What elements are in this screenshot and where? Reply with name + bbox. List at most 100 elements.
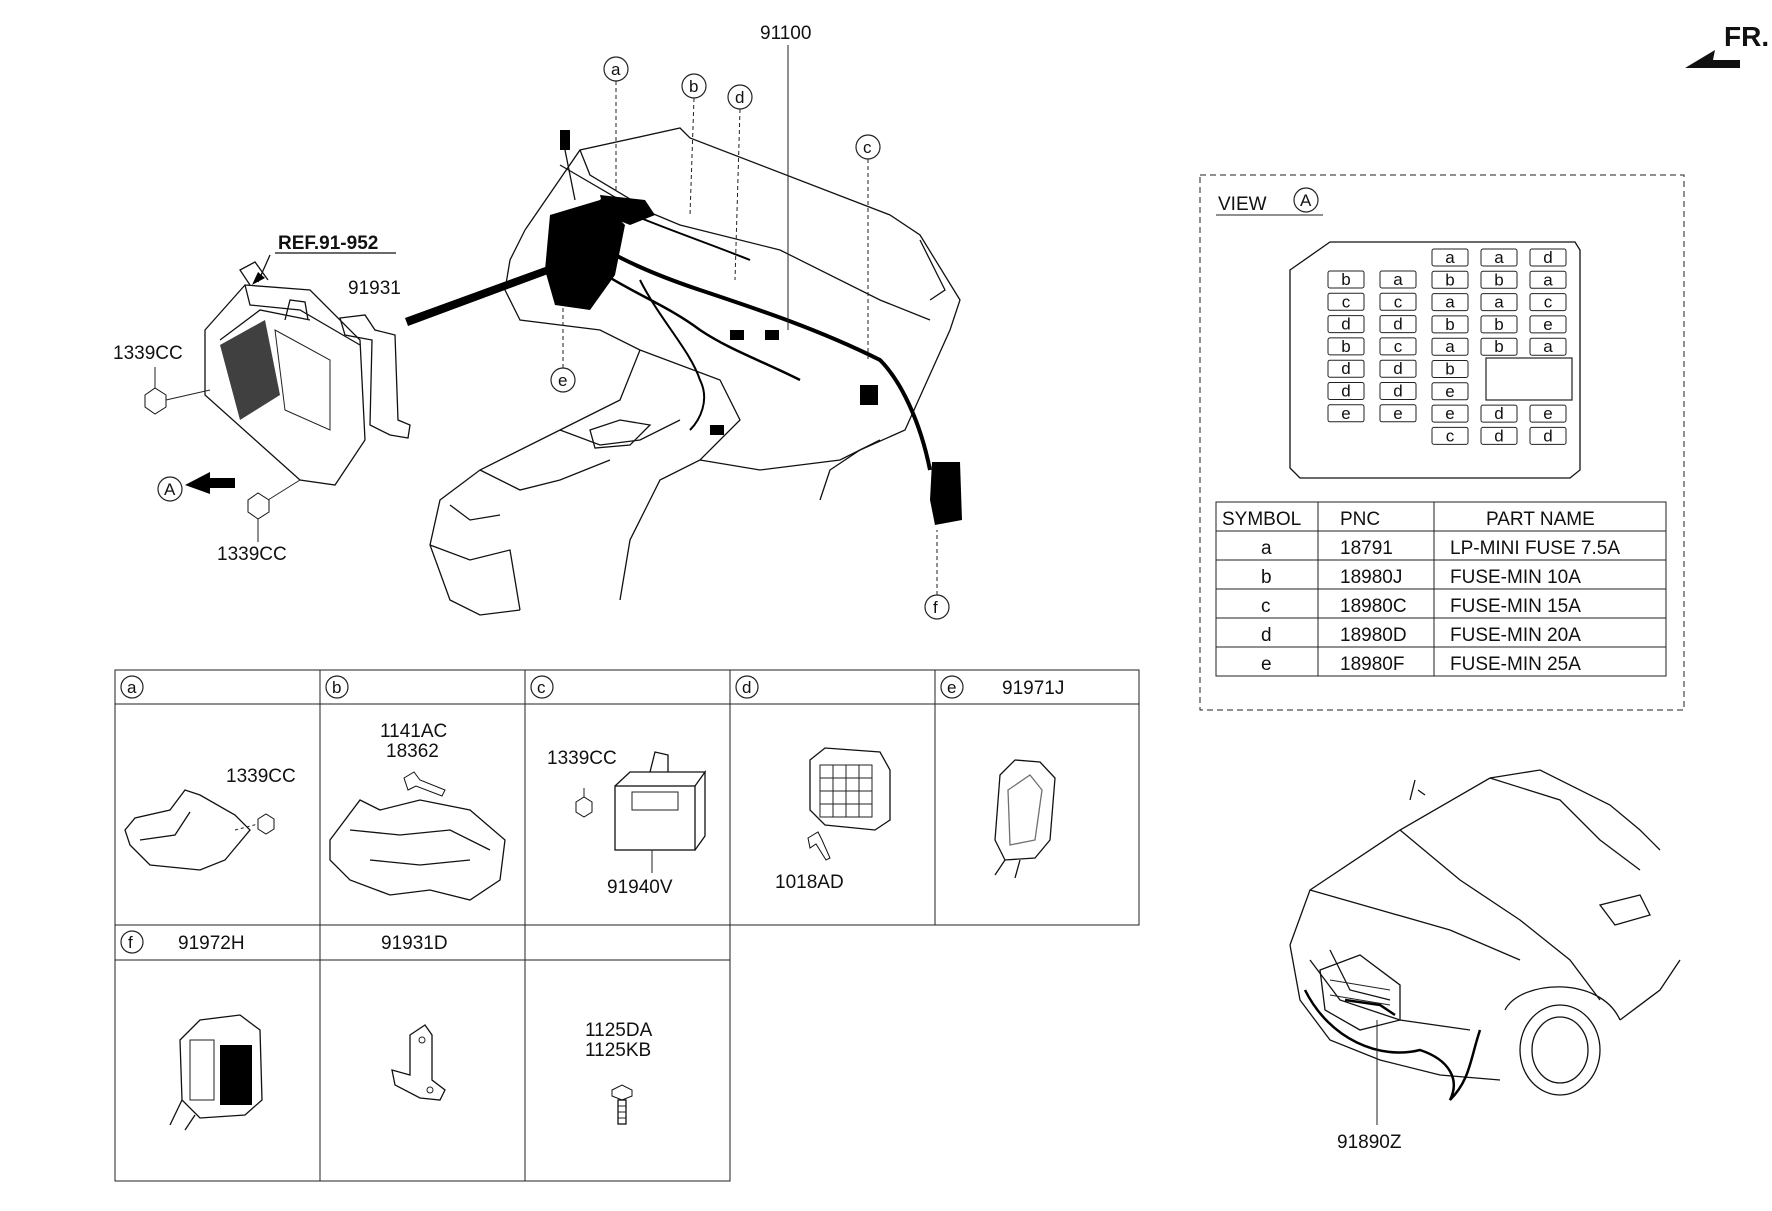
nut-top-label: 1339CC [113,343,183,364]
fuse-slot-letter: e [1445,382,1454,401]
legend-part-name: FUSE-MIN 15A [1450,596,1581,617]
fuse-slot-letter: c [1394,292,1403,311]
fuse-slot-letter: a [1445,337,1455,356]
detail-f-drawing [169,1014,263,1131]
fuse-slot [1480,404,1518,423]
fuse-slot-letter: a [1494,248,1504,267]
fuse-slot [1431,404,1469,423]
direction-arrow-icon [1685,50,1740,68]
main-harness-label: 91100 [760,23,811,44]
fuse-slot [1327,270,1365,289]
detail-e-drawing [994,759,1056,879]
fuse-slot [1529,248,1567,267]
junction-box-drawing: REF.91-952 A 1339CC 1339CC [113,233,396,565]
callout-b: b [689,77,698,96]
detail-c-label-2: 91940V [607,877,673,898]
fuse-slot [1431,293,1469,312]
fuse-slot [1431,248,1469,267]
legend-symbol: b [1261,567,1272,588]
fuse-slot-letter: b [1445,270,1454,289]
fuse-slot-letter: a [1543,337,1553,356]
screw-icon [807,831,831,861]
fuse-slot-letter: a [1543,270,1553,289]
detail-d-letter: d [742,678,751,697]
callout-a: a [611,60,621,79]
legend-pnc: 18791 [1340,538,1393,559]
main-drawing-callouts: 91100 a b d c e f [550,23,950,620]
fuse-slot [1327,315,1365,334]
detail-d-label: 1018AD [775,872,844,893]
legend-symbol: a [1261,538,1272,559]
legend-part-name: FUSE-MIN 25A [1450,654,1581,675]
nut-bottom-label: 1339CC [217,544,287,565]
view-a-arrow-icon [185,472,235,494]
detail-b-drawing: 1141AC 18362 [329,721,506,901]
detail-f-header: 91972H [178,933,245,954]
connector-grid-icon [819,764,873,818]
fuse-slot-letter: d [1543,426,1552,445]
legend-part-name: FUSE-MIN 20A [1450,625,1581,646]
view-a-callout [157,476,183,502]
detail-e-letter: e [947,678,956,697]
fuse-slot-letter: d [1341,359,1350,378]
fuse-slot-letter: d [1341,382,1350,401]
fuse-slot-letter: c [1446,426,1455,445]
fuse-slot-letter: b [1494,270,1503,289]
fuse-slot [1529,337,1567,356]
fuse-slot-letter: e [1393,404,1402,423]
detail-c-label-1: 1339CC [547,748,617,769]
legend-symbol: d [1261,625,1272,646]
legend-header-part-name: PART NAME [1486,509,1595,530]
fuse-slot-letter: b [1445,360,1454,379]
bracket-drawing: 91931 [339,278,411,439]
nut-bottom-icon [247,492,270,520]
detail-h-label-1: 1125DA [585,1020,653,1041]
fuse-slot-letter: c [1394,337,1403,356]
fuse-slot [1480,315,1518,334]
legend-symbol: e [1261,654,1272,675]
fuse-slot [1431,426,1469,445]
fuse-slot [1480,293,1518,312]
fuse-slot-letter: b [1341,270,1350,289]
legend-part-name: FUSE-MIN 10A [1450,567,1581,588]
fuse-slot-letter: a [1494,293,1504,312]
detail-g-drawing [391,1024,446,1101]
nut-top-icon [144,387,167,415]
fuse-slot [1480,426,1518,445]
detail-c-letter: c [537,678,546,697]
legend-pnc: 18980F [1340,654,1404,675]
detail-d-drawing: 1018AD [775,747,891,893]
fuse-slot-letter: e [1543,404,1552,423]
fuse-slot-letter: b [1341,337,1350,356]
fuse-slot-letter: b [1494,337,1503,356]
detail-b-label-1: 1141AC [380,721,447,742]
callout-e: e [558,371,567,390]
legend-part-name: LP-MINI FUSE 7.5A [1450,538,1620,559]
fuse-slot [1327,337,1365,356]
fuse-slot [1480,270,1518,289]
fuse-slot [1529,270,1567,289]
ref-label: REF.91-952 [278,233,378,254]
fuse-slot-letter: d [1393,315,1402,334]
fuse-slot-letter: a [1445,248,1455,267]
legend-pnc: 18980D [1340,625,1407,646]
fuse-slot-letter: b [1494,315,1503,334]
view-a-callout-letter: A [164,480,176,499]
legend-pnc: 18980J [1340,567,1402,588]
fuse-slot [1431,382,1469,401]
fuse-slot [1431,315,1469,334]
front-direction-indicator: FR. [1685,21,1769,68]
fuse-slot [1431,360,1469,378]
fuse-slot [1327,404,1365,423]
car-front-drawing: 91890Z [1289,769,1681,1153]
fuse-slot-letter: e [1543,315,1552,334]
view-symbol: A [1300,191,1312,210]
junction-box-grid-icon [220,320,331,431]
fuse-slot-letter: a [1393,270,1403,289]
detail-a-label: 1339CC [226,766,296,787]
fuse-slot [1529,404,1567,423]
legend-header-symbol: SYMBOL [1222,509,1301,530]
nut-icon [257,813,275,835]
fuse-slot [1480,248,1518,267]
